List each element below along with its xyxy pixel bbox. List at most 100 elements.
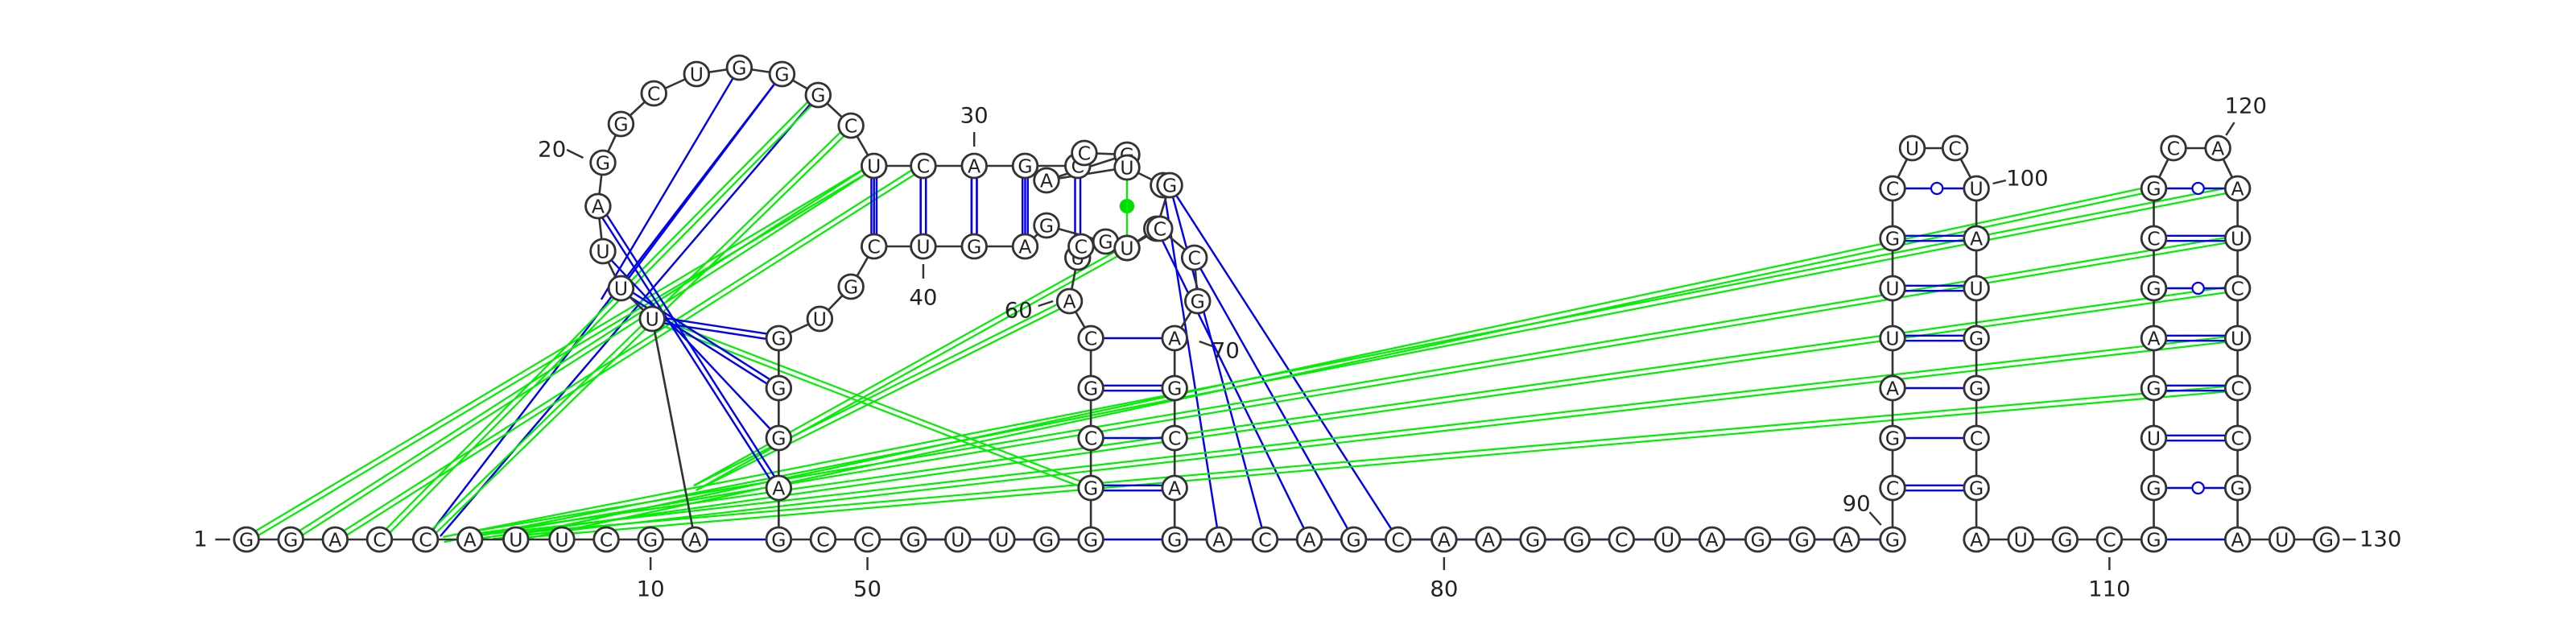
nucleotide-7: U bbox=[502, 526, 530, 553]
nucleotide-circle bbox=[1385, 526, 1412, 553]
nucleotide-76: G bbox=[1340, 526, 1368, 553]
nucleotide-4: C bbox=[365, 526, 394, 553]
nucleotide-letter: G bbox=[1795, 530, 1810, 552]
nucleotide-circle bbox=[456, 526, 484, 553]
pseudoknot-line bbox=[1168, 184, 1266, 540]
nucleotide-circle bbox=[1879, 225, 1906, 252]
nucleotide-circle bbox=[1963, 225, 1990, 252]
nucleotide-122: U bbox=[2223, 324, 2252, 352]
nucleotide-circle bbox=[1184, 287, 1212, 315]
nucleotide-letter: U bbox=[2275, 530, 2289, 552]
nucleotide-circle bbox=[765, 324, 793, 352]
position-label-130: 130 bbox=[2359, 527, 2402, 552]
nucleotide-109: G bbox=[2140, 526, 2168, 553]
nucleotide-letter: G bbox=[2146, 279, 2161, 300]
nucleotide-89: C bbox=[1879, 474, 1906, 502]
position-tick bbox=[1199, 340, 1213, 348]
nucleotide-letter: U bbox=[2231, 229, 2244, 250]
nucleotide-letter: C bbox=[1084, 329, 1097, 350]
nucleotide-circle bbox=[1744, 526, 1772, 553]
nucleotide-10: G bbox=[637, 526, 664, 553]
nucleotide-97: C bbox=[1941, 134, 1969, 162]
nucleotide-circle bbox=[2140, 526, 2168, 553]
nucleotide-circle bbox=[1608, 526, 1636, 553]
nucleotide-circle bbox=[321, 526, 349, 553]
nucleotide-circle bbox=[548, 526, 576, 553]
nucleotide-circle bbox=[1077, 526, 1104, 553]
nucleotide-letter: U bbox=[555, 530, 568, 552]
nucleotide-6: A bbox=[456, 526, 484, 553]
nucleotide-118: A bbox=[2204, 134, 2231, 162]
nucleotide-letter: A bbox=[1212, 530, 1225, 552]
nucleotide-letter: A bbox=[2231, 530, 2244, 552]
nucleotide-letter: G bbox=[1167, 530, 1182, 552]
nucleotide-60: A bbox=[1055, 287, 1084, 315]
nucleotide-16: G bbox=[589, 149, 617, 176]
nucleotide-circle bbox=[2051, 526, 2079, 553]
nucleotide-letter: A bbox=[1063, 291, 1076, 313]
nucleotide-circle bbox=[1963, 526, 1990, 553]
nucleotide-59: C bbox=[1077, 324, 1104, 352]
nucleotide-circle bbox=[2160, 134, 2187, 162]
nucleotide-9: C bbox=[592, 526, 620, 553]
nucleotide-letter: G bbox=[2146, 478, 2161, 500]
nucleotide-circle bbox=[2268, 526, 2296, 553]
nucleotide-letter: A bbox=[2147, 329, 2160, 350]
nucleotide-letter: C bbox=[1154, 219, 1166, 241]
nucleotide-71: A bbox=[1161, 474, 1188, 502]
nucleotide-letter: G bbox=[2058, 530, 2072, 552]
nucleotide-letter: C bbox=[2167, 138, 2180, 160]
nucleotide-letter: C bbox=[2231, 428, 2244, 450]
pseudoknot-line bbox=[696, 302, 1071, 491]
nucleotide-letter: G bbox=[1039, 216, 1054, 238]
nucleotide-letter: G bbox=[1525, 530, 1540, 552]
nucleotide-letter: U bbox=[646, 309, 659, 331]
nucleotide-letter: C bbox=[1258, 530, 1271, 552]
nucleotide-letter: G bbox=[613, 114, 628, 136]
nucleotide-12: U bbox=[638, 305, 666, 333]
nucleotide-letter: G bbox=[1167, 378, 1182, 400]
nucleotide-83: U bbox=[1653, 526, 1682, 553]
position-label-30: 30 bbox=[960, 104, 989, 129]
nucleotide-letter: C bbox=[2147, 229, 2160, 250]
nucleotide-circle bbox=[607, 110, 635, 138]
nucleotide-124: C bbox=[2223, 424, 2252, 452]
nucleotide-51: G bbox=[899, 526, 927, 553]
nucleotide-circle bbox=[1161, 424, 1188, 452]
nucleotide-circle bbox=[2007, 526, 2034, 553]
position-label-70: 70 bbox=[1212, 339, 1240, 364]
nucleotide-circle bbox=[1033, 526, 1060, 553]
nucleotide-letter: A bbox=[688, 530, 701, 552]
position-label-40: 40 bbox=[909, 286, 937, 311]
nucleotide-circle bbox=[806, 305, 834, 333]
base-pair-line bbox=[618, 289, 778, 391]
base-pair-line bbox=[595, 207, 778, 490]
nucleotide-circle bbox=[1833, 526, 1860, 553]
nucleotide-123: C bbox=[2223, 374, 2252, 402]
nucleotide-19: U bbox=[683, 60, 711, 88]
nucleotide-letter: C bbox=[1078, 143, 1091, 165]
nucleotide-116: G bbox=[2140, 175, 2168, 202]
nucleotide-letter: G bbox=[967, 237, 981, 258]
nucleotide-letter: G bbox=[2146, 530, 2161, 552]
nucleotide-letter: A bbox=[772, 478, 785, 500]
nucleotide-38: A bbox=[1011, 233, 1039, 260]
nucleotide-circle bbox=[1475, 526, 1502, 553]
nucleotide-circle bbox=[411, 526, 440, 553]
nucleotide-circle bbox=[2223, 374, 2252, 402]
nucleotide-circle bbox=[1161, 526, 1188, 553]
nucleotide-3: A bbox=[321, 526, 349, 553]
nucleotide-94: G bbox=[1879, 225, 1906, 252]
nucleotide-115: C bbox=[2140, 225, 2168, 252]
nucleotide-letter: G bbox=[643, 530, 658, 552]
nucleotide-21: G bbox=[768, 60, 796, 88]
nucleotide-8: U bbox=[548, 526, 576, 553]
nucleotide-78: A bbox=[1430, 526, 1458, 553]
nucleotide-letter: G bbox=[1039, 530, 1054, 552]
nucleotide-15: A bbox=[584, 192, 612, 220]
nucleotide-circle bbox=[365, 526, 394, 553]
nucleotide-circle bbox=[1251, 526, 1279, 553]
nucleotide-128: G bbox=[2313, 526, 2340, 553]
nucleotide-letter: C bbox=[868, 237, 881, 258]
nucleotide-circle bbox=[637, 526, 664, 553]
